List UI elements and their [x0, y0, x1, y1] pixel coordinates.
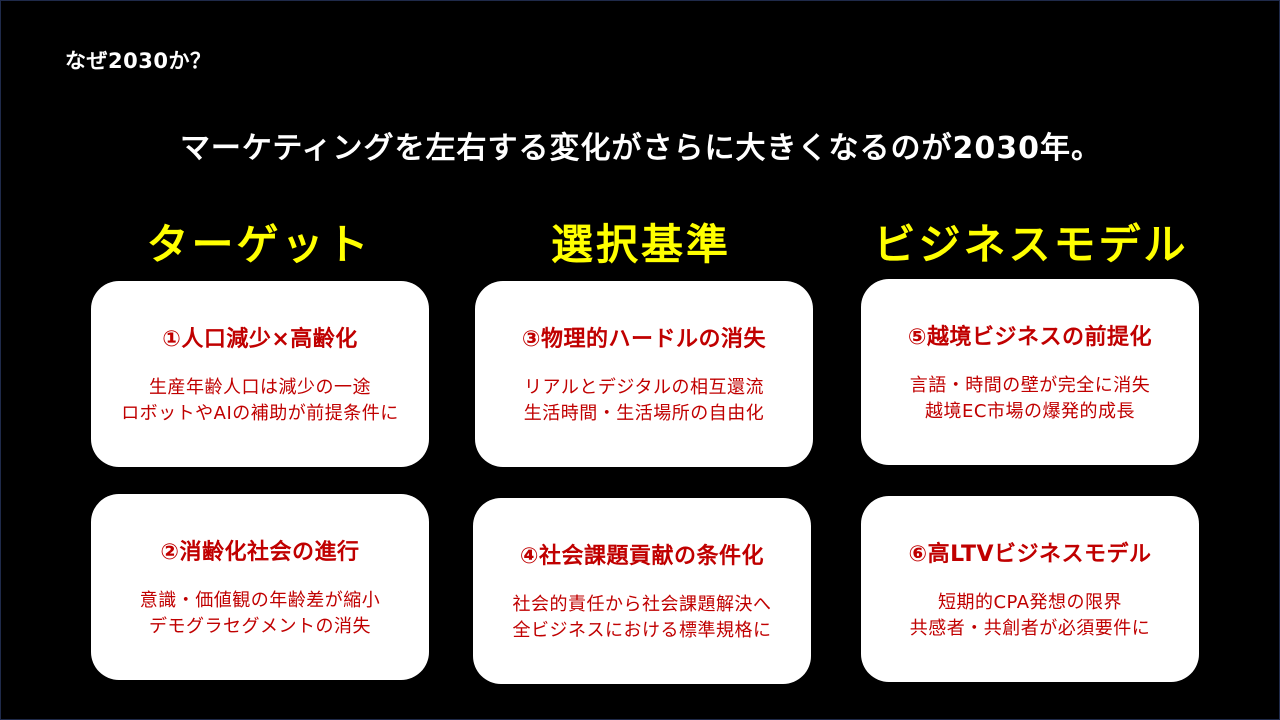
- card-line: 短期的CPA発想の限界: [937, 592, 1123, 613]
- card-line: 意識・価値観の年齢差が縮小: [139, 590, 381, 611]
- card-line: 共感者・共創者が必須要件に: [909, 618, 1151, 639]
- card-4: ④社会課題貢献の条件化 社会的責任から社会課題解決へ 全ビジネスにおける標準規格…: [473, 498, 811, 684]
- card-title: ⑤越境ビジネスの前提化: [907, 325, 1153, 350]
- card-line: 社会的責任から社会課題解決へ: [512, 594, 772, 615]
- headline: マーケティングを左右する変化がさらに大きくなるのが2030年。: [179, 131, 1103, 166]
- column-heading-criteria: 選択基準: [550, 220, 731, 269]
- card-3: ③物理的ハードルの消失 リアルとデジタルの相互還流 生活時間・生活場所の自由化: [475, 281, 813, 467]
- card-title: ②消齢化社会の進行: [160, 540, 360, 565]
- column-heading-target: ターゲット: [146, 220, 372, 269]
- card-1: ①人口減少×高齢化 生産年齢人口は減少の一途 ロボットやAIの補助が前提条件に: [91, 281, 429, 467]
- card-line: 全ビジネスにおける標準規格に: [512, 620, 772, 641]
- card-6: ⑥高LTVビジネスモデル 短期的CPA発想の限界 共感者・共創者が必須要件に: [861, 496, 1199, 682]
- card-line: 生活時間・生活場所の自由化: [523, 403, 765, 424]
- card-title: ④社会課題貢献の条件化: [519, 544, 765, 569]
- column-heading-business-model: ビジネスモデル: [873, 220, 1189, 269]
- card-line: 生産年齢人口は減少の一途: [149, 377, 371, 398]
- card-line: リアルとデジタルの相互還流: [524, 377, 764, 398]
- card-line: 越境EC市場の爆発的成長: [925, 401, 1135, 422]
- card-title: ⑥高LTVビジネスモデル: [908, 542, 1152, 567]
- card-5: ⑤越境ビジネスの前提化 言語・時間の壁が完全に消失 越境EC市場の爆発的成長: [861, 279, 1199, 465]
- corner-title: なぜ2030か？: [65, 49, 212, 73]
- card-title: ①人口減少×高齢化: [162, 327, 358, 352]
- card-line: 言語・時間の壁が完全に消失: [909, 375, 1151, 396]
- card-line: デモグラセグメントの消失: [149, 616, 371, 637]
- card-line: ロボットやAIの補助が前提条件に: [121, 403, 399, 424]
- card-2: ②消齢化社会の進行 意識・価値観の年齢差が縮小 デモグラセグメントの消失: [91, 494, 429, 680]
- card-title: ③物理的ハードルの消失: [521, 327, 767, 352]
